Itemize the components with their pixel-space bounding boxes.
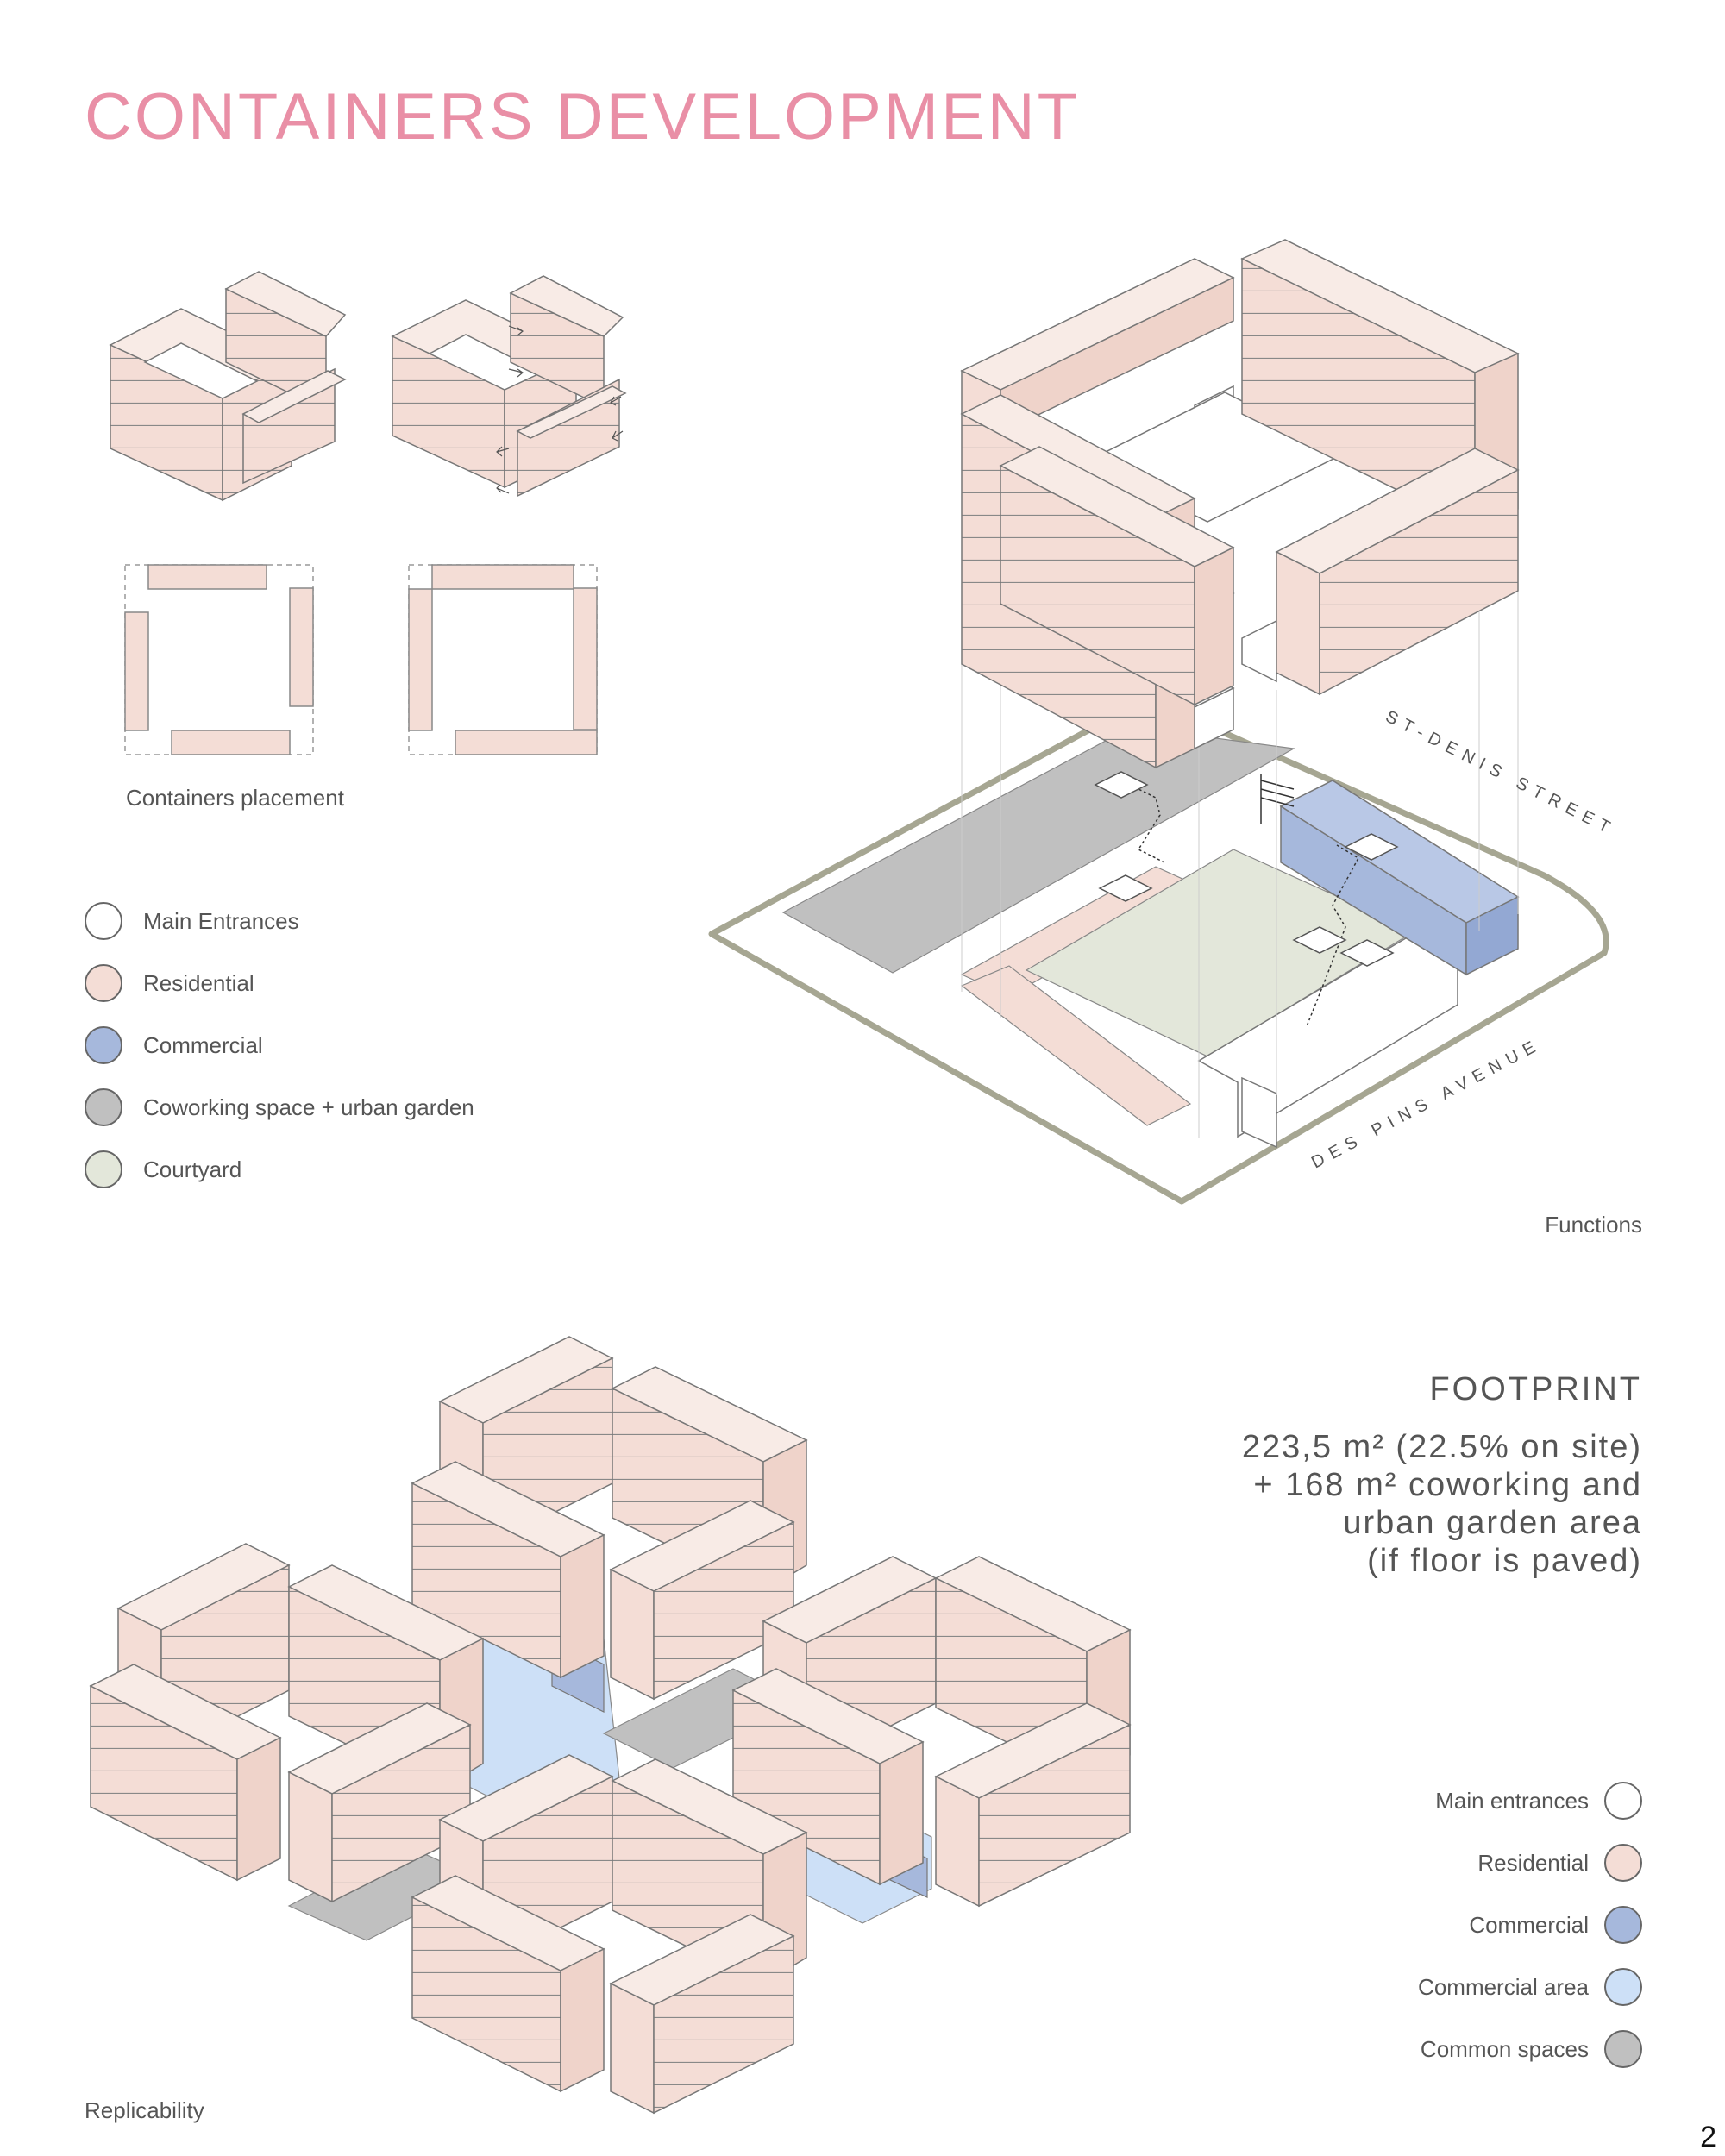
caption-containers-placement: Containers placement [126, 785, 344, 811]
legend-item-residential: Residential [85, 952, 474, 1014]
footprint-text: 223,5 m² (22.5% on site) + 168 m² cowork… [1038, 1428, 1642, 1580]
legend-swatch [1604, 1906, 1642, 1944]
legend-swatch [85, 1026, 122, 1064]
legend-label: Coworking space + urban garden [143, 1094, 474, 1120]
legend-item-common-spaces: Common spaces [1194, 2018, 1642, 2080]
coworking-area [781, 726, 1295, 974]
legend-label: Commercial [143, 1031, 263, 1058]
footprint-line: urban garden area [1343, 1505, 1642, 1541]
footprint-heading: FOOTPRINT [1429, 1371, 1642, 1407]
legend-item-main-entrances: Main Entrances [85, 890, 474, 952]
legend-swatch [85, 964, 122, 1002]
legend-item-residential: Residential [1194, 1832, 1642, 1894]
footprint-line: 223,5 m² (22.5% on site) [1241, 1429, 1642, 1465]
legend-item-courtyard: Courtyard [85, 1138, 474, 1200]
footprint-line: + 168 m² coworking and [1253, 1467, 1642, 1503]
legend-swatch [1604, 2030, 1642, 2068]
legend-label: Main Entrances [143, 907, 299, 934]
legend-label: Commercial area [1418, 1973, 1589, 2000]
placement-plan-2 [408, 564, 598, 755]
legend-swatch [1604, 1844, 1642, 1882]
replicability-axonometric [89, 1336, 1132, 2115]
footprint-line: (if floor is paved) [1367, 1543, 1642, 1579]
legend-label: Courtyard [143, 1156, 242, 1182]
legend-item-commercial: Commercial [85, 1014, 474, 1076]
placement-plan-1 [124, 564, 314, 755]
legend-label: Commercial [1469, 1911, 1589, 1938]
small-iso-diagram-1 [109, 271, 347, 502]
functions-axonometric: ST-DENIS STREET DES PINS AVENUE [708, 239, 1619, 1205]
legend-item-coworking: Coworking space + urban garden [85, 1076, 474, 1138]
legend-item-main-entrances: Main entrances [1194, 1770, 1642, 1832]
legend-swatch [1604, 1782, 1642, 1820]
small-iso-diagram-2 [391, 275, 627, 498]
legend-item-commercial-area: Commercial area [1194, 1956, 1642, 2018]
legend-functions: Main Entrances Residential Commercial Co… [85, 890, 474, 1200]
legend-label: Common spaces [1420, 2035, 1589, 2062]
legend-swatch [85, 1088, 122, 1126]
caption-replicability: Replicability [85, 2097, 204, 2123]
legend-label: Residential [1477, 1849, 1589, 1876]
legend-replicability: Main entrances Residential Commercial Co… [1194, 1770, 1642, 2080]
legend-label: Main entrances [1435, 1787, 1589, 1814]
legend-label: Residential [143, 969, 254, 996]
caption-functions: Functions [1545, 1212, 1642, 1238]
page-number: 2 [1700, 2121, 1716, 2153]
legend-item-commercial: Commercial [1194, 1894, 1642, 1956]
legend-swatch [85, 902, 122, 940]
page-title: CONTAINERS DEVELOPMENT [85, 80, 1081, 154]
legend-swatch [1604, 1968, 1642, 2006]
legend-swatch [85, 1150, 122, 1188]
